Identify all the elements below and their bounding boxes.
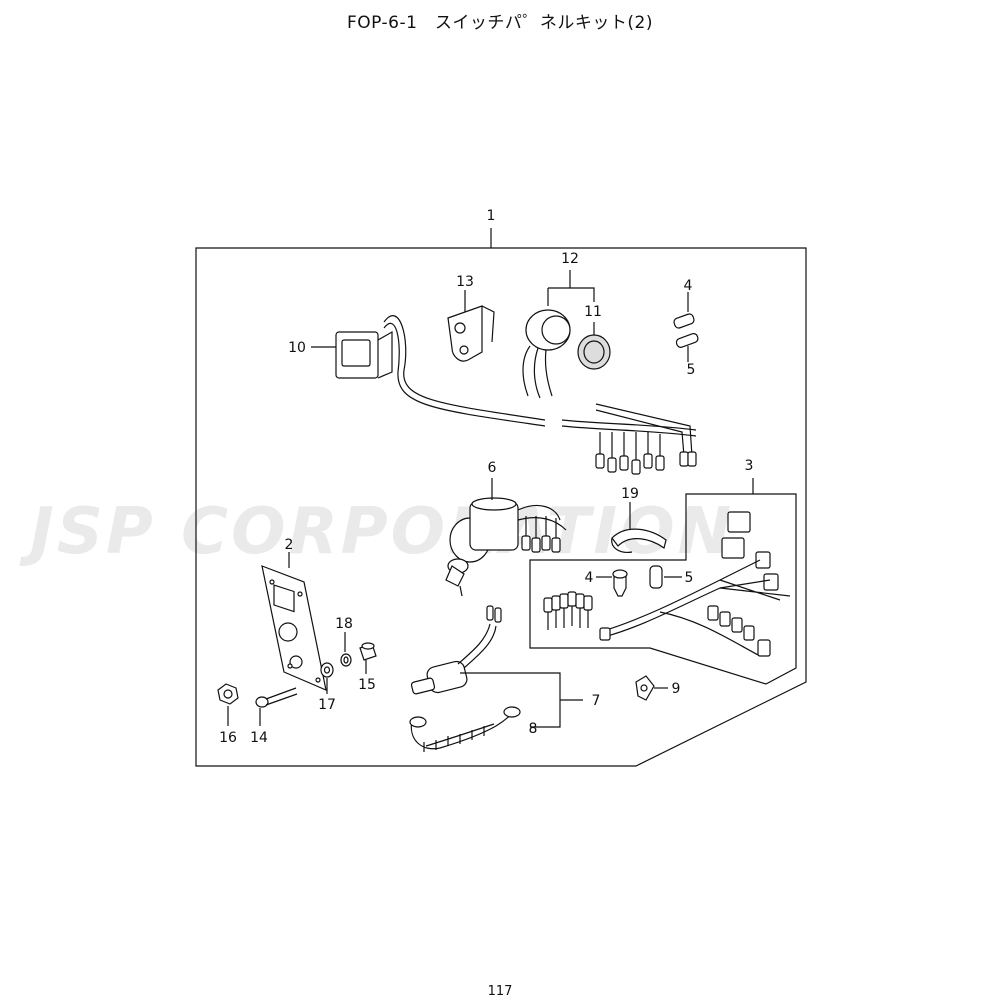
callout-13: 13 [456, 274, 474, 290]
callout-1: 1 [487, 208, 496, 224]
watermark: JSP CORPORATION [19, 495, 734, 569]
callout-19: 19 [621, 486, 639, 502]
lanyard-cord-part [409, 706, 521, 752]
callout-15: 15 [358, 677, 376, 693]
callout-16: 16 [219, 730, 237, 746]
callout-5-lower: 5 [685, 570, 694, 586]
callout-10: 10 [288, 340, 306, 356]
screw-part-14 [255, 687, 298, 708]
plug-part-lower [612, 565, 663, 597]
callout-12: 12 [561, 251, 579, 267]
stop-switch-part [410, 605, 502, 695]
switch-panel-plate-part [261, 565, 327, 692]
rocker-switch-part [335, 315, 697, 475]
harness-boundary [529, 493, 797, 685]
callout-4-lower: 4 [585, 570, 594, 586]
page-number: 117 [487, 984, 513, 999]
horn-cover-part [577, 334, 611, 370]
callout-4-upper: 4 [684, 278, 693, 294]
plug-part-upper [673, 313, 699, 348]
callout-5-upper: 5 [687, 362, 696, 378]
callout-14: 14 [250, 730, 268, 746]
nut-part-16 [217, 683, 239, 705]
callout-18: 18 [335, 616, 353, 632]
horn-part [522, 309, 571, 399]
washer-part-17 [320, 662, 334, 678]
callout-6: 6 [488, 460, 497, 476]
leader-7 [460, 672, 583, 728]
leader-12 [547, 287, 595, 306]
callout-9: 9 [672, 681, 681, 697]
callout-7: 7 [592, 693, 601, 709]
knob-part-15 [359, 642, 377, 661]
callout-8: 8 [529, 721, 538, 737]
callout-3: 3 [745, 458, 754, 474]
callout-2: 2 [285, 537, 294, 553]
key-switch-part [445, 497, 567, 597]
cable-clamp-part [611, 528, 667, 553]
nut-part-18 [340, 653, 352, 667]
callout-17: 17 [318, 697, 336, 713]
callout-11: 11 [584, 304, 602, 320]
clip-part [635, 675, 655, 701]
diagram-title: FOP-6-1 スイッチパ゜ネルキット(2) [346, 13, 654, 33]
kit-boundary [195, 247, 807, 767]
wiring-harness-part [543, 511, 791, 657]
bracket-part [447, 305, 495, 362]
